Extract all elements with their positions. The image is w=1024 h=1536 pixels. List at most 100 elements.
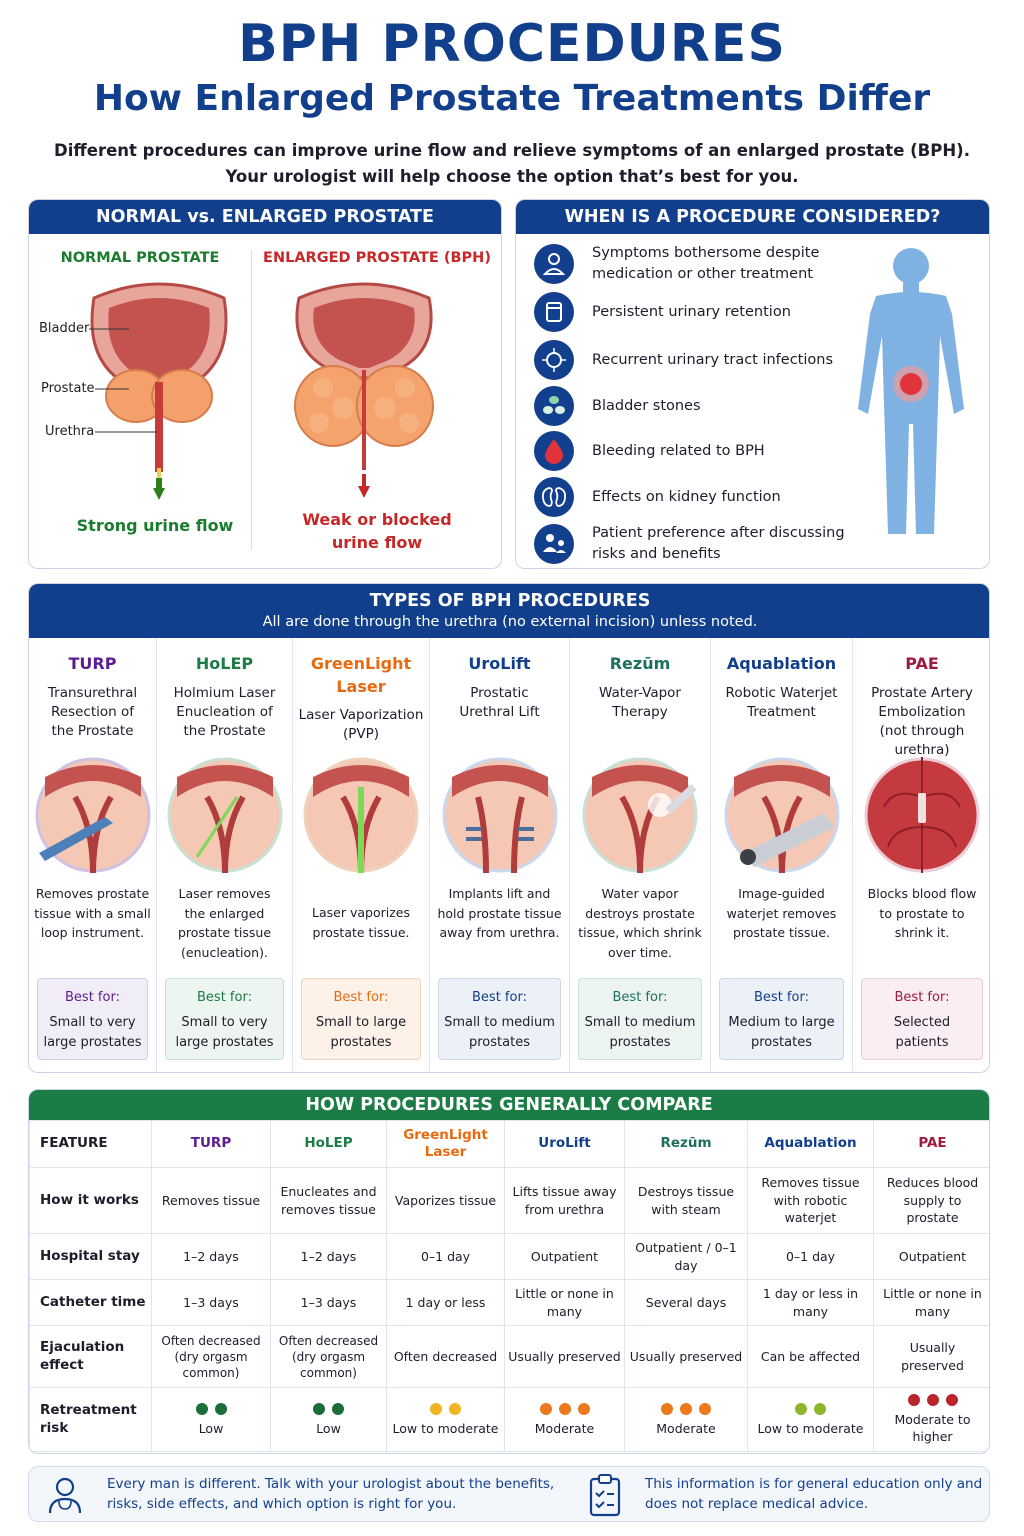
best-for-label: Best for: bbox=[754, 990, 809, 1005]
row-feature: Hospital stay bbox=[29, 1233, 152, 1280]
best-line: large prostates bbox=[175, 1034, 274, 1050]
page-subtitle: How Enlarged Prostate Treatments Differ bbox=[93, 78, 931, 119]
table-cell: Outpatient / 0–1 day bbox=[624, 1233, 748, 1280]
description-line: loop instrument. bbox=[40, 925, 145, 940]
table-cell: Can be affected bbox=[747, 1325, 874, 1388]
page-title: BPH PROCEDURES bbox=[238, 14, 786, 74]
intro-text: Different procedures can improve urine f… bbox=[0, 138, 1024, 190]
full-name-line: (not through bbox=[879, 723, 965, 739]
procedure-name: PAE bbox=[905, 654, 939, 673]
pae-illustration bbox=[864, 757, 980, 873]
best-line: prostates bbox=[751, 1034, 812, 1050]
column-header: PAE bbox=[873, 1120, 989, 1168]
table-row: Hospital stay 1–2 days 1–2 days 0–1 day … bbox=[29, 1233, 989, 1280]
best-for-label: Best for: bbox=[472, 990, 527, 1005]
table-header-row: FEATURE TURP HoLEP GreenLight Laser UroL… bbox=[29, 1120, 989, 1168]
label-leader-lines bbox=[89, 328, 157, 433]
toilet-icon bbox=[534, 292, 574, 332]
procedure-name: TURP bbox=[68, 654, 117, 673]
procedure-full-name: Holmium Laser Enucleation of the Prostat… bbox=[161, 684, 288, 741]
best-for-label: Best for: bbox=[197, 990, 252, 1005]
risk-dot bbox=[539, 1403, 552, 1415]
normal-prostate-illustration bbox=[90, 282, 228, 500]
row-feature: How it works bbox=[29, 1167, 152, 1234]
criterion-text: Patient preference after discussing risk… bbox=[592, 525, 845, 562]
rezum-illustration bbox=[582, 757, 698, 873]
enlarged-flow-label: Weak or blocked urine flow bbox=[251, 508, 501, 554]
risk-dot bbox=[945, 1394, 958, 1407]
full-name-line: (PVP) bbox=[342, 726, 380, 742]
full-name-line: Urethral Lift bbox=[459, 704, 540, 720]
table-cell: Outpatient bbox=[504, 1233, 625, 1280]
risk-label: Low bbox=[198, 1420, 224, 1436]
comparison-table-panel: HOW PROCEDURES GENERALLY COMPARE FEATURE… bbox=[28, 1089, 990, 1454]
criterion-item: Patient preference after discussing risk… bbox=[534, 524, 854, 568]
procedure-full-name: Transurethral Resection of the Prostate bbox=[33, 684, 152, 741]
enlarged-prostate-title: ENLARGED PROSTATE (BPH) bbox=[263, 250, 491, 266]
procedure-types-panel: TYPES OF BPH PROCEDURES All are done thr… bbox=[28, 583, 990, 1073]
footer-left-text: Every man is different. Talk with your u… bbox=[107, 1475, 554, 1514]
risk-dot bbox=[795, 1403, 807, 1415]
best-line: Small to medium bbox=[444, 1015, 555, 1030]
procedure-card-greenlight: GreenLight Laser Laser Vaporization (PVP… bbox=[293, 638, 430, 1072]
criterion-text: Recurrent urinary tract infections bbox=[592, 351, 834, 368]
criterion-item: Bleeding related to BPH bbox=[534, 431, 854, 475]
procedure-description: Blocks blood flow to prostate to shrink … bbox=[857, 884, 987, 943]
procedure-full-name: Robotic Waterjet Treatment bbox=[715, 684, 848, 722]
normal-vs-enlarged-title: NORMAL vs. ENLARGED PROSTATE bbox=[29, 200, 501, 234]
urolift-illustration bbox=[442, 757, 557, 873]
table-cell: Usually preserved bbox=[624, 1325, 748, 1388]
risk-dots bbox=[907, 1394, 958, 1407]
risk-label: Low to moderate bbox=[392, 1420, 499, 1436]
normal-prostate-title: NORMAL PROSTATE bbox=[60, 250, 220, 266]
table-cell: Reduces blood supply to prostate bbox=[873, 1167, 989, 1234]
criterion-item: Recurrent urinary tract infections bbox=[534, 340, 854, 384]
best-line: Small to medium bbox=[584, 1015, 696, 1030]
risk-label: Low bbox=[316, 1420, 341, 1436]
best-line: patients bbox=[895, 1034, 949, 1050]
label-urethra: Urethra bbox=[45, 424, 95, 439]
risk-dots bbox=[430, 1403, 461, 1415]
table-cell: Several days bbox=[624, 1279, 748, 1326]
person-icon bbox=[534, 244, 574, 284]
greenlight-illustration bbox=[303, 757, 419, 873]
label-bladder: Bladder bbox=[39, 321, 90, 336]
description-line: to prostate to bbox=[879, 905, 965, 921]
best-line: prostates bbox=[609, 1034, 671, 1050]
comparison-table: FEATURE TURP HoLEP GreenLight Laser UroL… bbox=[29, 1120, 989, 1452]
table-cell: 1–3 days bbox=[151, 1279, 271, 1326]
procedure-card-rezum: Rezūm Water-Vapor Therapy Water vapor de… bbox=[570, 638, 711, 1072]
procedure-name-line: GreenLight bbox=[310, 654, 412, 673]
holep-illustration bbox=[167, 757, 282, 873]
procedure-card-turp: TURP Transurethral Resection of the Pros… bbox=[29, 638, 157, 1072]
criterion-item: Bladder stones bbox=[534, 386, 854, 430]
feature-header: FEATURE bbox=[29, 1120, 152, 1168]
stones-icon bbox=[534, 386, 574, 426]
risk-dot bbox=[814, 1403, 826, 1415]
procedure-description: Image-guided waterjet removes prostate t… bbox=[715, 884, 848, 943]
best-line: Small to very bbox=[49, 1015, 136, 1030]
types-subtitle: All are done through the urethra (no ext… bbox=[262, 614, 758, 630]
row-feature: Retreatment risk bbox=[29, 1387, 152, 1452]
best-line: prostates bbox=[330, 1034, 392, 1050]
aquablation-illustration bbox=[724, 757, 839, 873]
table-cell: 1–2 days bbox=[151, 1233, 271, 1280]
row-feature: Ejaculation effect bbox=[29, 1325, 152, 1388]
procedure-description: Implants lift and hold prostate tissue a… bbox=[434, 884, 565, 943]
procedure-card-holep: HoLEP Holmium Laser Enucleation of the P… bbox=[157, 638, 293, 1072]
table-cell: Little or none in many bbox=[873, 1279, 989, 1326]
full-name-line: Holmium Laser bbox=[173, 685, 276, 701]
table-cell: Often decreased (dry orgasm common) bbox=[270, 1325, 387, 1388]
description-line: (enucleation). bbox=[181, 944, 268, 960]
bacteria-icon bbox=[534, 340, 574, 380]
procedure-name: UroLift bbox=[468, 654, 531, 673]
risk-dot bbox=[332, 1403, 344, 1415]
full-name-line: Resection of bbox=[50, 704, 134, 720]
description-line: Implants lift and bbox=[448, 886, 551, 901]
column-header: GreenLight Laser bbox=[386, 1120, 505, 1168]
enlarged-flow-line-2: urine flow bbox=[331, 533, 423, 552]
